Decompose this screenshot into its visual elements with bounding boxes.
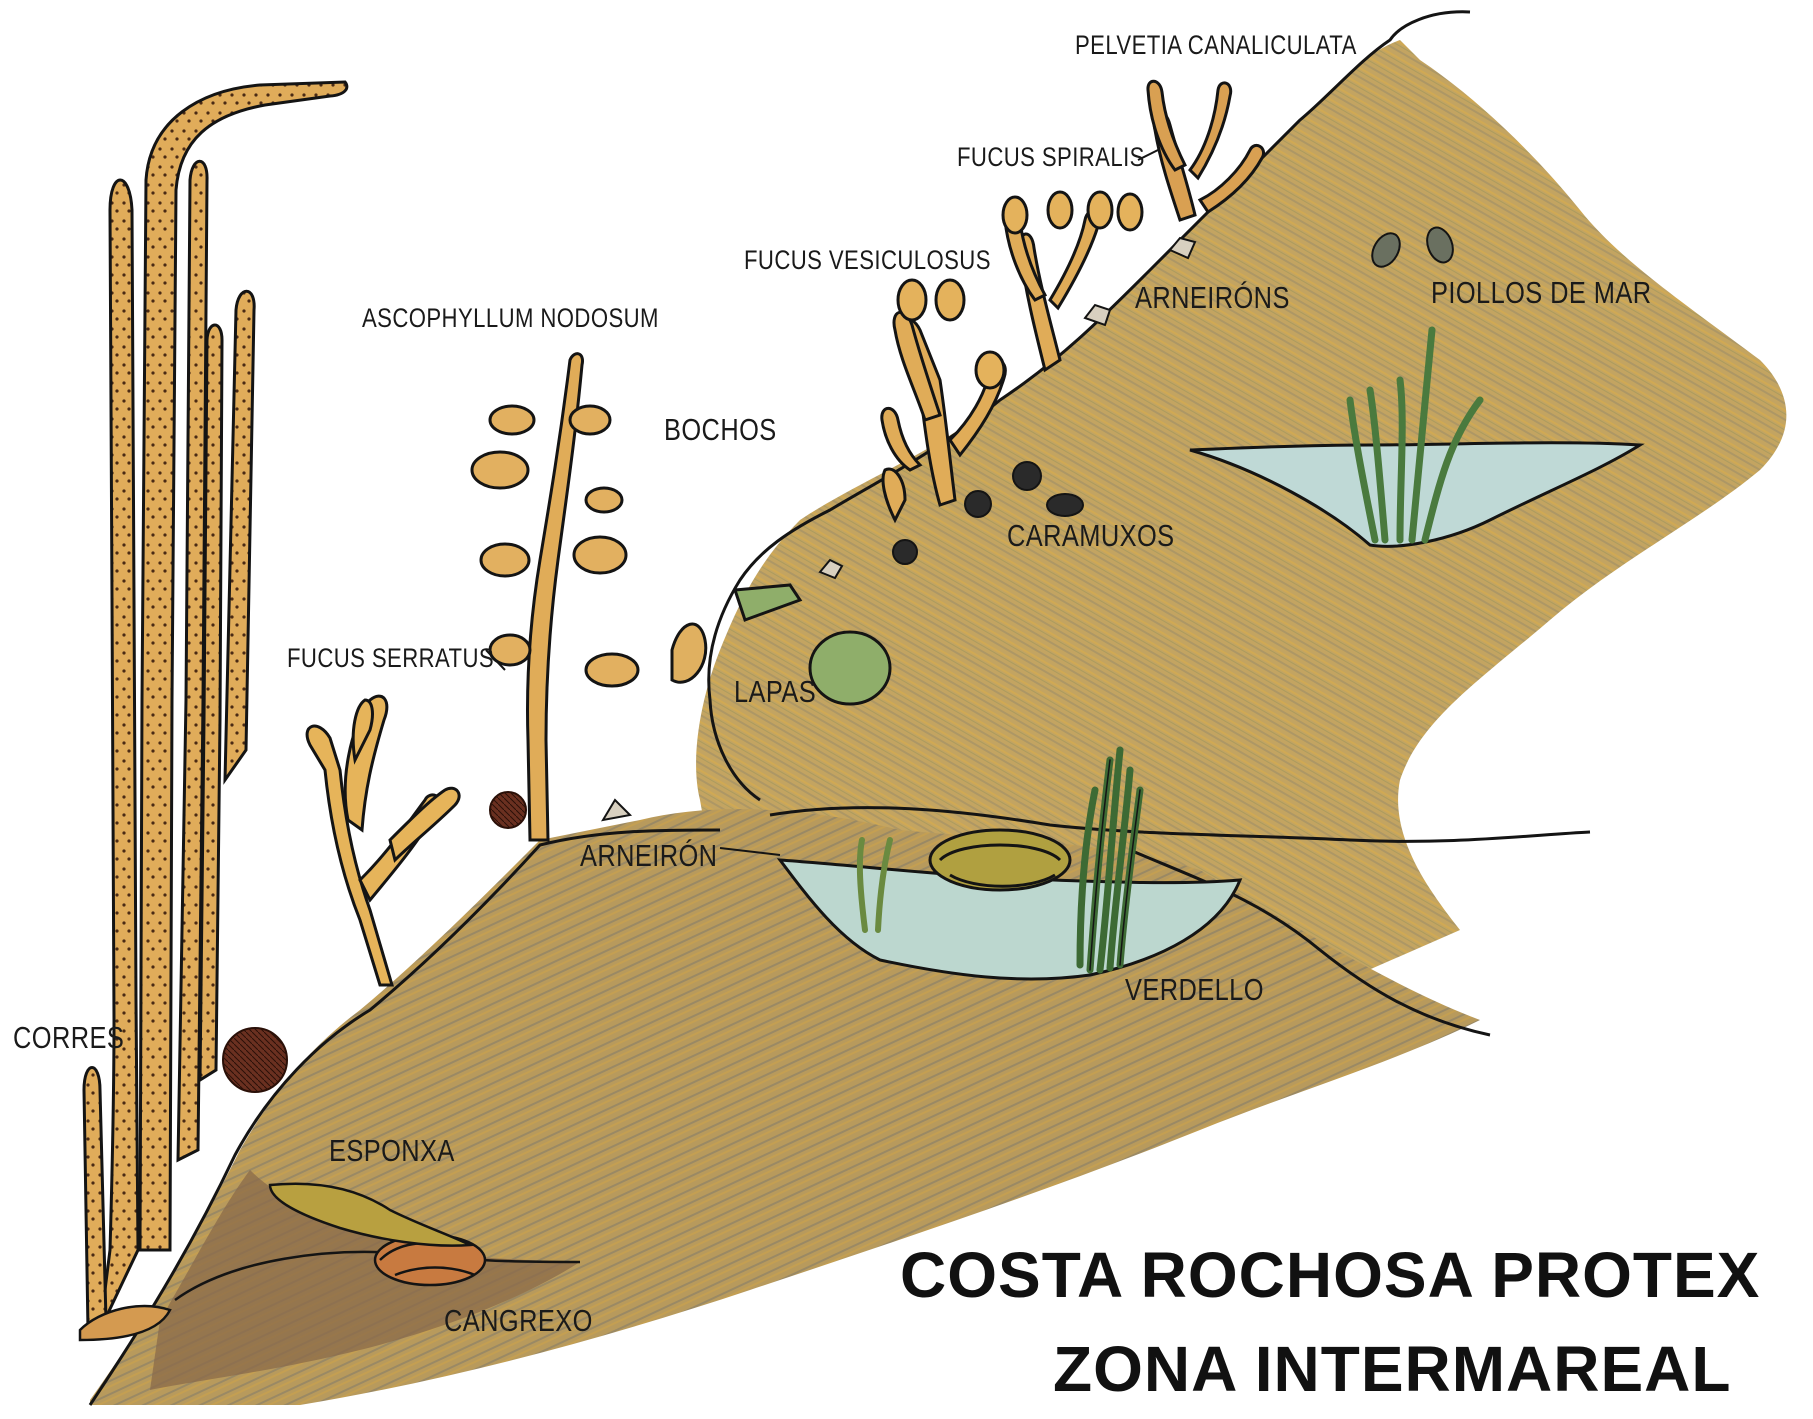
title-line-2: ZONA INTERMAREAL (1053, 1332, 1731, 1406)
label-bochos: BOCHOS (664, 412, 777, 448)
label-verdello: VERDELLO (1125, 972, 1264, 1008)
label-ascophyllum-nodosum: ASCOPHYLLUM NODOSUM (362, 303, 659, 334)
label-piollos-de-mar: PIOLLOS DE MAR (1431, 275, 1651, 311)
label-arneiron: ARNEIRÓN (580, 838, 717, 874)
label-esponxa: ESPONXA (329, 1133, 455, 1169)
fucus-serratus-seaweed (307, 696, 459, 985)
label-arneirons: ARNEIRÓNS (1135, 280, 1290, 316)
title-line-1: COSTA ROCHOSA PROTEX (900, 1238, 1760, 1312)
label-fucus-vesiculosus: FUCUS VESICULOSUS (744, 245, 991, 276)
ascophyllum-nodosum-seaweed (472, 354, 638, 840)
crab-on-ledge (930, 830, 1070, 890)
label-cangrexo: CANGREXO (444, 1303, 593, 1339)
label-pelvetia-canaliculata: PELVETIA CANALICULATA (1075, 30, 1357, 61)
label-corres: CORRES (13, 1020, 124, 1056)
label-lapas: LAPAS (734, 674, 816, 710)
label-caramuxos: CARAMUXOS (1007, 518, 1175, 554)
label-fucus-spiralis: FUCUS SPIRALIS (957, 142, 1145, 173)
label-fucus-serratus: FUCUS SERRATUS (287, 643, 494, 674)
